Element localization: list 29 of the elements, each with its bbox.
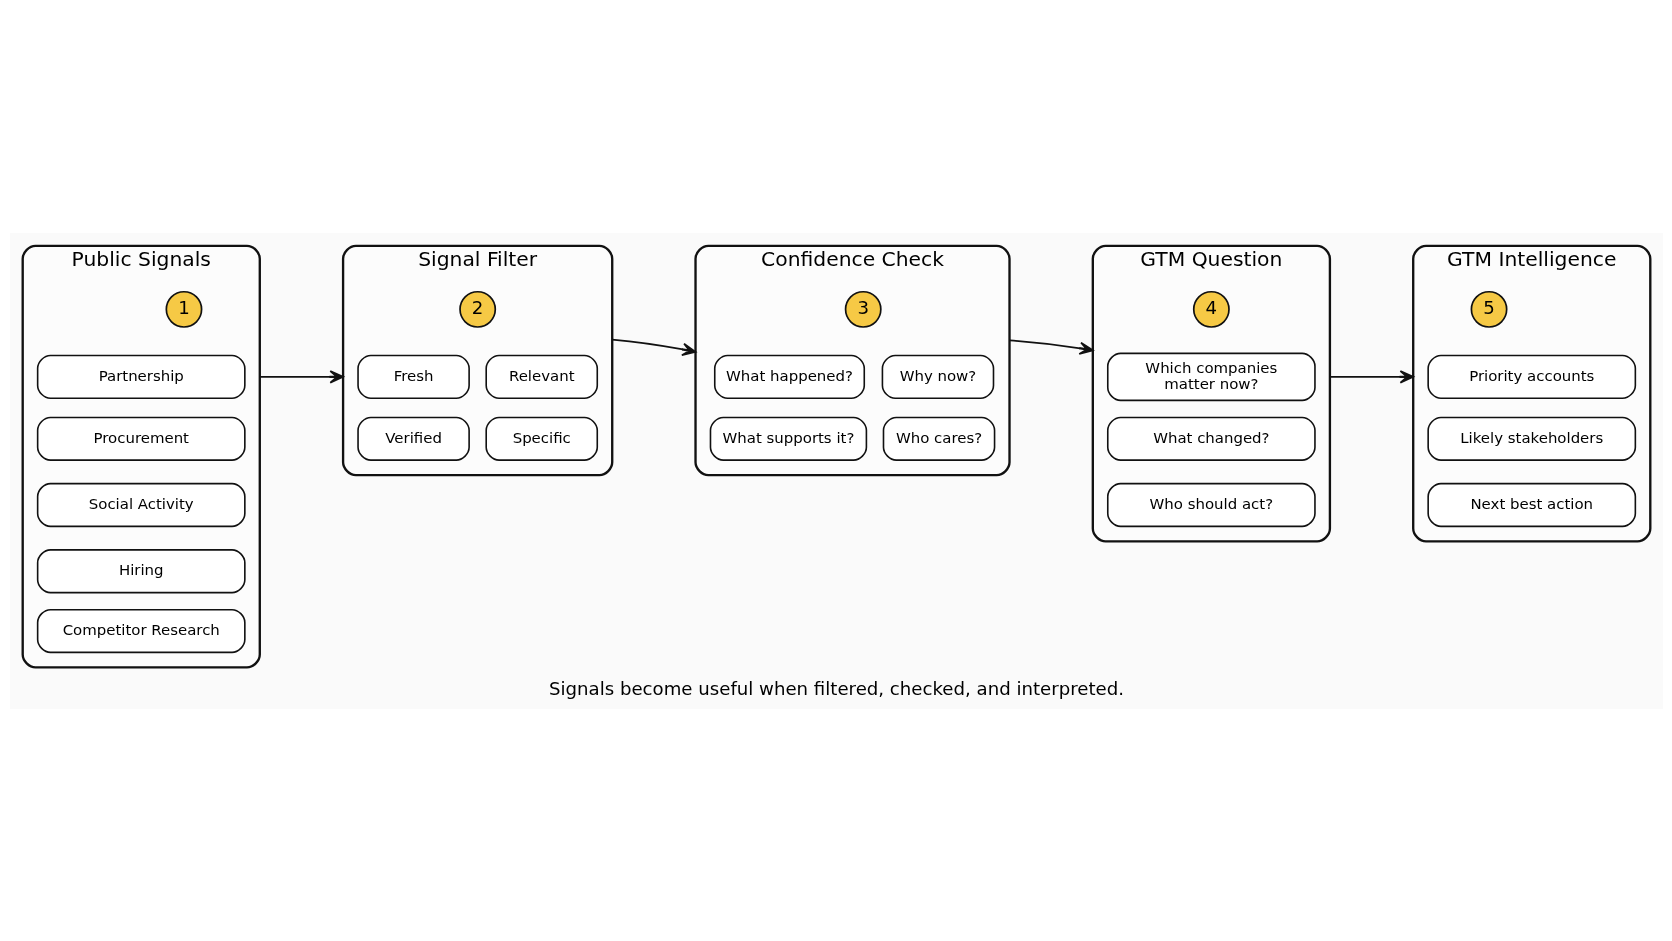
node-circle: 1 [165, 290, 202, 328]
node-circle: 3 [844, 290, 882, 328]
node-circle: 2 [458, 290, 496, 328]
node-box: Hiring [36, 548, 246, 593]
node-box: Which companies matter now? [1106, 352, 1316, 401]
node-box: Specific [484, 416, 598, 461]
node-box: Who should act? [1106, 482, 1316, 527]
node-box: Verified [356, 416, 470, 461]
node-box: Who cares? [882, 416, 995, 461]
caption: Signals become useful when filtered, checked, and interpreted. [548, 677, 1124, 699]
arrow [258, 369, 344, 383]
node-box: Social Activity [36, 482, 246, 527]
node-box: Relevant [484, 354, 598, 399]
node-circle: 5 [1470, 290, 1507, 328]
node-box: Fresh [356, 354, 470, 399]
node-box: What supports it? [709, 416, 867, 461]
node-box: Procurement [36, 416, 246, 461]
node-box: Likely stakeholders [1426, 416, 1636, 461]
arrow [1008, 339, 1094, 355]
node-box: Why now? [881, 354, 994, 399]
node-box: Priority accounts [1426, 354, 1636, 399]
arrow [610, 338, 696, 356]
node-box: What happened? [713, 354, 865, 399]
node-box: Partnership [36, 354, 246, 399]
node-box: What changed? [1106, 416, 1316, 461]
arrow [1328, 369, 1414, 383]
node-box: Next best action [1426, 482, 1636, 527]
node-box: Competitor Research [36, 608, 246, 653]
node-circle: 4 [1192, 290, 1230, 328]
